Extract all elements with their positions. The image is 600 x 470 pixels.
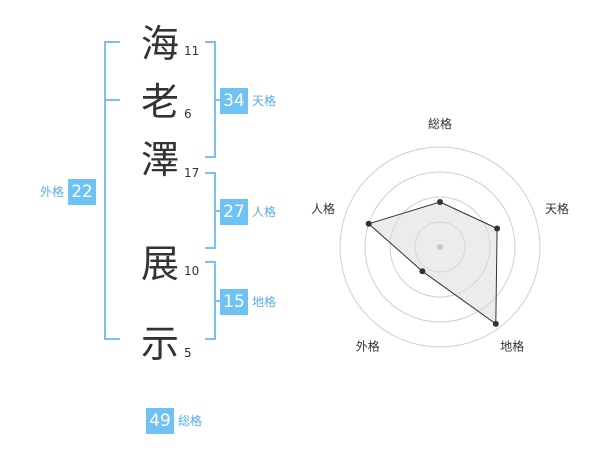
gaikaku-bracket-bottom [104,338,120,340]
gaikaku-score: 外格 22 [40,179,97,205]
stroke-count-2: 6 [184,107,192,121]
gaikaku-label: 外格 [40,185,65,199]
name-char-1: 海 [140,22,179,66]
name-char-5: 示 [140,322,179,366]
jinkaku-bracket-tick [214,210,222,212]
radar-axis-label-1: 総格 [428,116,452,131]
radar-ring-4 [339,146,541,348]
chikaku-score: 15 地格 [220,289,276,315]
tenkaku-bracket-bottom [205,156,216,158]
soukaku-score: 49 総格 [146,408,202,434]
radar-point-5 [365,220,372,227]
jinkaku-label: 人格 [252,205,277,219]
radar-point-2 [494,225,501,232]
tenkaku-bracket-tick [214,99,222,101]
tenkaku-bracket-top [205,41,216,43]
name-char-3: 澤 [140,138,179,182]
name-char-4: 展 [140,242,179,286]
chikaku-label: 地格 [252,295,277,309]
chikaku-value: 15 [220,289,248,315]
stroke-count-4: 10 [184,264,200,278]
stroke-count-1: 11 [184,44,200,58]
radar-ring-3 [364,171,516,323]
radar-axis-label-5: 人格 [311,201,335,216]
radar-point-3 [492,320,499,327]
radar-point-1 [437,199,443,205]
jinkaku-bracket-bottom [205,247,216,249]
jinkaku-bracket-top [205,172,216,174]
gaikaku-value: 22 [68,179,97,205]
radar-center-point [437,244,443,250]
tenkaku-value: 34 [220,88,248,114]
radar-polygon [367,201,498,325]
radar-axis-label-4: 外格 [356,339,380,354]
tenkaku-label: 天格 [252,94,277,108]
chikaku-bracket-top [205,261,216,263]
stroke-count-3: 17 [184,166,200,180]
chikaku-bracket-tick [214,300,222,302]
soukaku-label: 総格 [178,414,203,428]
radar-axis-label-2: 天格 [545,201,569,216]
jinkaku-value: 27 [220,199,248,225]
gaikaku-bracket-middle [104,99,120,101]
radar-axis-label-3: 地格 [500,339,524,354]
gaikaku-bracket-top [104,41,120,43]
chikaku-bracket-bottom [205,338,216,340]
name-char-2: 老 [140,80,179,124]
gaikaku-bracket-vertical [104,41,106,340]
stroke-count-5: 5 [184,346,192,360]
radar-point-4 [419,268,426,275]
soukaku-value: 49 [146,408,174,434]
tenkaku-score: 34 天格 [220,88,276,114]
jinkaku-score: 27 人格 [220,199,276,225]
